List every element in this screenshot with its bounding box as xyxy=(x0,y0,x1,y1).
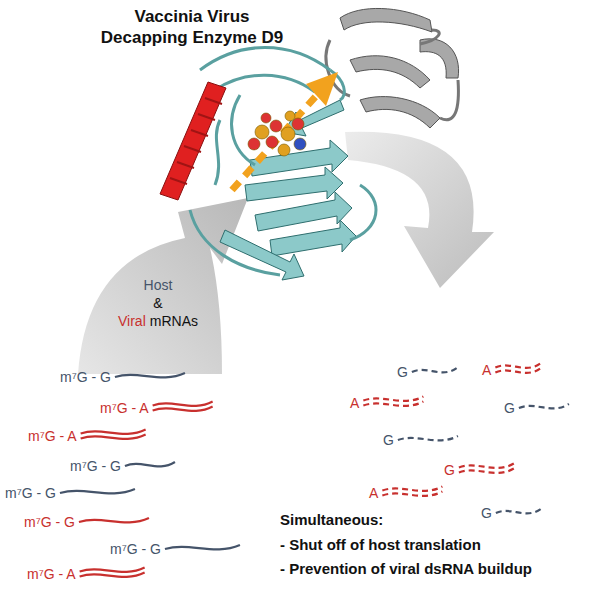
protein-core-domain xyxy=(190,48,376,281)
decapped-rna-label: A xyxy=(369,485,378,501)
decapped-rna-label: A xyxy=(350,395,359,411)
decapped-strand xyxy=(382,492,442,496)
mrna-strand xyxy=(79,518,149,522)
ligand xyxy=(248,111,306,156)
decapped-strand xyxy=(495,364,540,368)
capped-rna-label: m⁷G - G xyxy=(5,485,56,501)
arrow-text: & xyxy=(153,295,162,311)
mrna-strand xyxy=(153,407,213,411)
capped-rna-label: m⁷G - G xyxy=(70,458,121,474)
decapped-strand xyxy=(382,487,442,491)
decapped-strand xyxy=(398,436,458,440)
capped-rna-label: m⁷G - G xyxy=(24,514,75,530)
decapped-rna-label: A xyxy=(482,362,491,378)
protein-helix xyxy=(160,82,226,200)
mrna-strand xyxy=(125,462,175,466)
arrow-text: Viral xyxy=(118,313,146,329)
title: Vaccinia Virus Decapping Enzyme D9 xyxy=(96,6,288,48)
arrow-text: mRNAs xyxy=(150,313,198,329)
capped-rna-label: m⁷G - A xyxy=(100,400,149,416)
text-line: & xyxy=(100,294,216,312)
note-text: Simultaneous: xyxy=(280,512,383,528)
decapped-strand xyxy=(412,368,457,372)
capped-rna-label: m⁷G - G xyxy=(60,369,111,385)
decapped-rna-label: G xyxy=(504,400,515,416)
decapped-rna-label: G xyxy=(481,505,492,521)
text-line: ViralmRNAs xyxy=(100,312,216,330)
process-arrow xyxy=(78,198,248,374)
protein-lid-domain xyxy=(326,8,459,128)
mrna-strand xyxy=(60,489,135,493)
decapped-strand xyxy=(459,469,514,473)
decapped-strand xyxy=(519,404,569,408)
mrna-strand xyxy=(80,573,145,577)
arrow-label-box: Host &ViralmRNAs xyxy=(100,276,216,330)
mrna-strand xyxy=(81,435,146,439)
capped-rna-label: m⁷G - A xyxy=(27,566,76,582)
note-text: - Prevention of viral dsRNA buildup xyxy=(280,561,532,577)
decapped-rna-label: G xyxy=(444,462,455,478)
mrna-strand xyxy=(165,545,240,549)
decapped-strand xyxy=(363,402,423,406)
mrna-strand xyxy=(115,373,185,377)
decapped-strand xyxy=(496,509,541,513)
capped-rna-label: m⁷G - G xyxy=(110,541,161,557)
mrna-strand xyxy=(80,568,145,572)
process-arrow xyxy=(345,132,494,288)
text-line: Host xyxy=(100,276,216,294)
decapped-strand xyxy=(495,369,540,373)
decapped-strand xyxy=(459,464,514,468)
capped-rna-label: m⁷G - A xyxy=(28,428,77,444)
mrna-strand xyxy=(153,402,213,406)
note-text: - Shut off of host translation xyxy=(280,537,481,553)
mrna-strand xyxy=(81,430,146,434)
decapped-strand xyxy=(363,397,423,401)
arrow-text: Host xyxy=(144,277,173,293)
substrate-path-arrow xyxy=(232,72,338,190)
decapped-rna-label: G xyxy=(397,364,408,380)
decapped-rna-label: G xyxy=(383,432,394,448)
